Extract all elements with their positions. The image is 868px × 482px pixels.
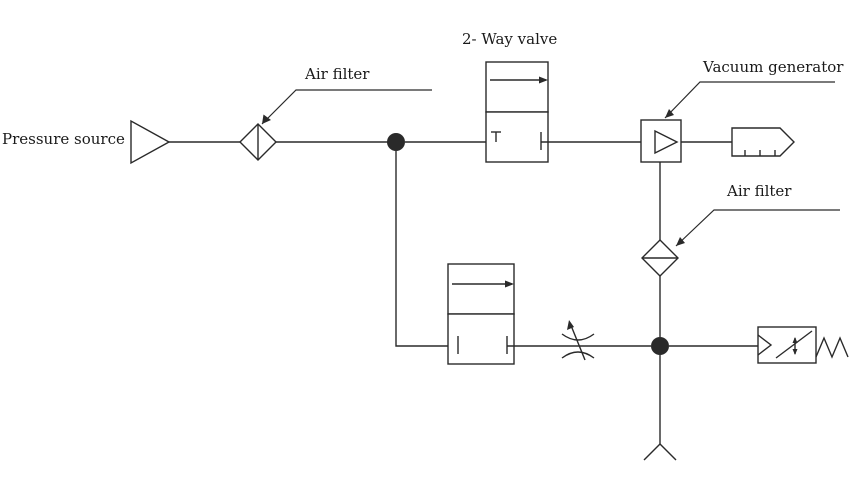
upper-junction-dot bbox=[387, 133, 405, 151]
pressure-source-label: Pressure source bbox=[2, 130, 125, 148]
silencer-symbol bbox=[731, 127, 795, 157]
branch-down-line bbox=[395, 151, 452, 347]
vacuum-switch-symbol bbox=[757, 326, 849, 364]
vacuum-generator-leader bbox=[664, 81, 835, 119]
air-filter-right-label: Air filter bbox=[726, 182, 792, 200]
exhaust-symbol bbox=[643, 443, 677, 461]
air-filter-top-leader bbox=[261, 89, 432, 125]
two-way-valve-label: 2- Way valve bbox=[462, 30, 557, 48]
air-filter-top-label: Air filter bbox=[304, 65, 370, 83]
lower-junction-dot bbox=[651, 337, 669, 355]
vacuum-generator-label: Vacuum generator bbox=[702, 58, 844, 76]
vacuum-generator-symbol bbox=[640, 119, 682, 163]
two-way-valve-symbol bbox=[485, 61, 549, 163]
air-filter-right-symbol bbox=[641, 239, 679, 277]
adjustable-throttle-symbol bbox=[561, 320, 595, 361]
air-filter-right-leader bbox=[675, 209, 840, 247]
pressure-source-symbol bbox=[130, 119, 171, 165]
two-way-valve-lower-symbol bbox=[447, 263, 515, 365]
air-filter-top-symbol bbox=[239, 123, 277, 161]
